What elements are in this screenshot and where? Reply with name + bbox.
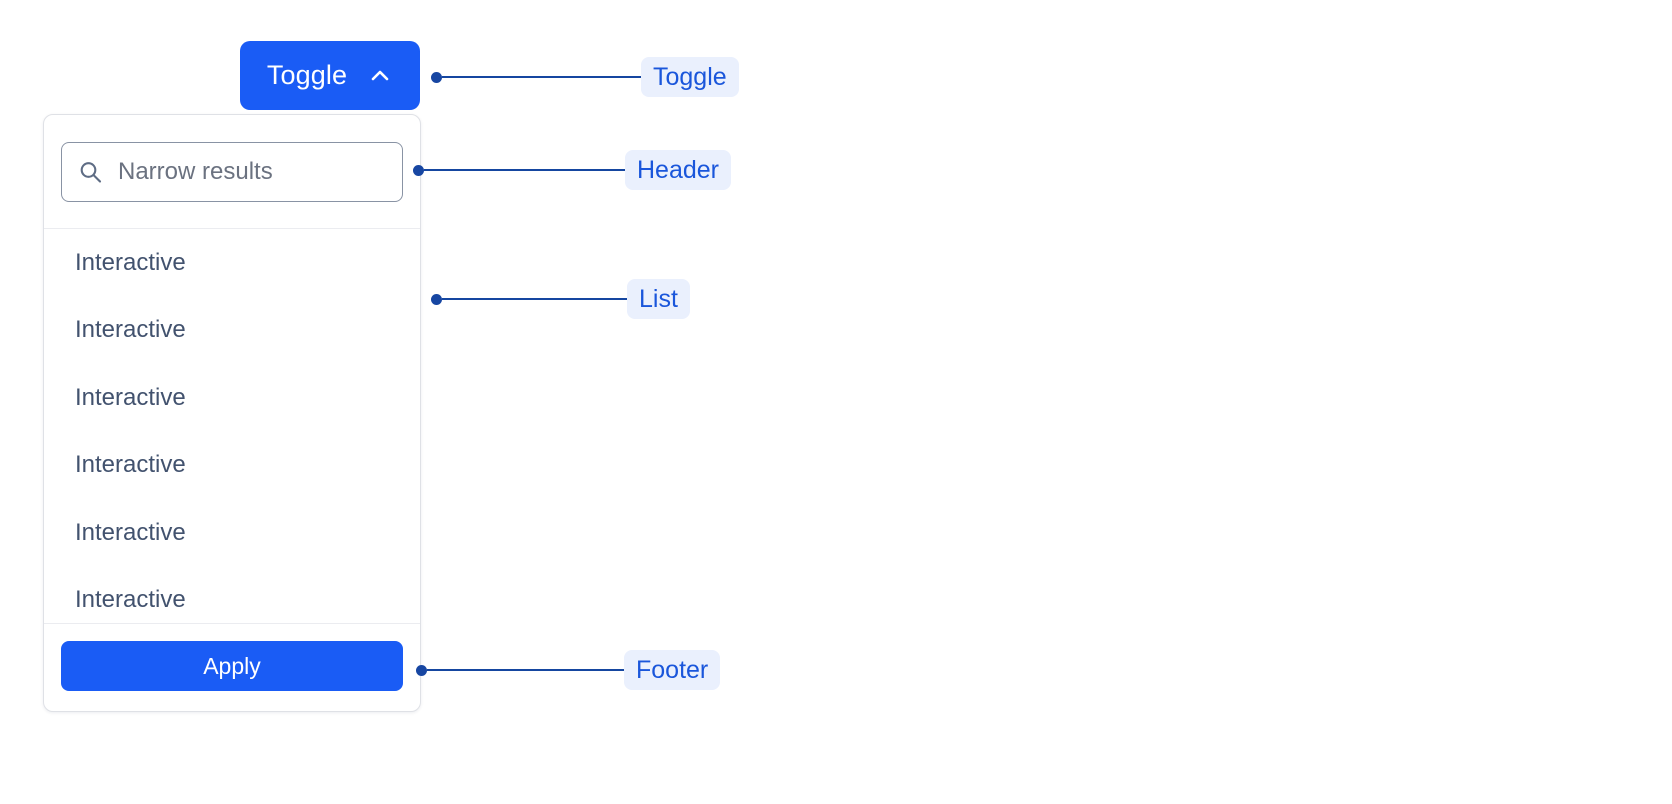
search-input[interactable]: [62, 143, 402, 201]
list-item[interactable]: Interactive: [44, 499, 420, 567]
list-item[interactable]: Interactive: [44, 229, 420, 297]
annotation-label-footer: Footer: [624, 650, 721, 690]
toggle-button[interactable]: Toggle: [240, 41, 420, 110]
annotation-leader-line: [427, 669, 625, 671]
annotation-dot-icon: [413, 164, 424, 176]
list-item-label: Interactive: [75, 383, 186, 411]
list-item[interactable]: Interactive: [44, 567, 420, 624]
annotation-leader-line: [442, 76, 642, 78]
annotation-leader-line: [442, 298, 628, 300]
annotation-label-toggle: Toggle: [641, 57, 739, 97]
dropdown-panel: Interactive Interactive Interactive Inte…: [43, 114, 421, 712]
list-item-label: Interactive: [75, 316, 186, 344]
list-item-label: Interactive: [75, 518, 186, 546]
annotation-dot-icon: [431, 293, 442, 305]
list-item-label: Interactive: [75, 248, 186, 276]
search-icon: [78, 160, 103, 185]
annotation-label-list: List: [627, 279, 690, 319]
dropdown-header: [44, 115, 420, 229]
list-item-label: Interactive: [75, 451, 186, 479]
chevron-up-icon: [367, 63, 393, 89]
toggle-button-label: Toggle: [266, 60, 348, 90]
list-item-label: Interactive: [75, 586, 186, 614]
list-item[interactable]: Interactive: [44, 432, 420, 500]
dropdown-footer: Apply: [44, 623, 420, 711]
list-item[interactable]: Interactive: [44, 297, 420, 365]
list-item[interactable]: Interactive: [44, 364, 420, 432]
annotation-label-header: Header: [625, 150, 731, 190]
annotation-dot-icon: [416, 664, 427, 676]
apply-button[interactable]: Apply: [61, 641, 403, 691]
annotation-dot-icon: [431, 71, 442, 83]
dropdown-list: Interactive Interactive Interactive Inte…: [44, 229, 420, 623]
search-field[interactable]: [61, 142, 403, 202]
annotation-leader-line: [424, 169, 626, 171]
